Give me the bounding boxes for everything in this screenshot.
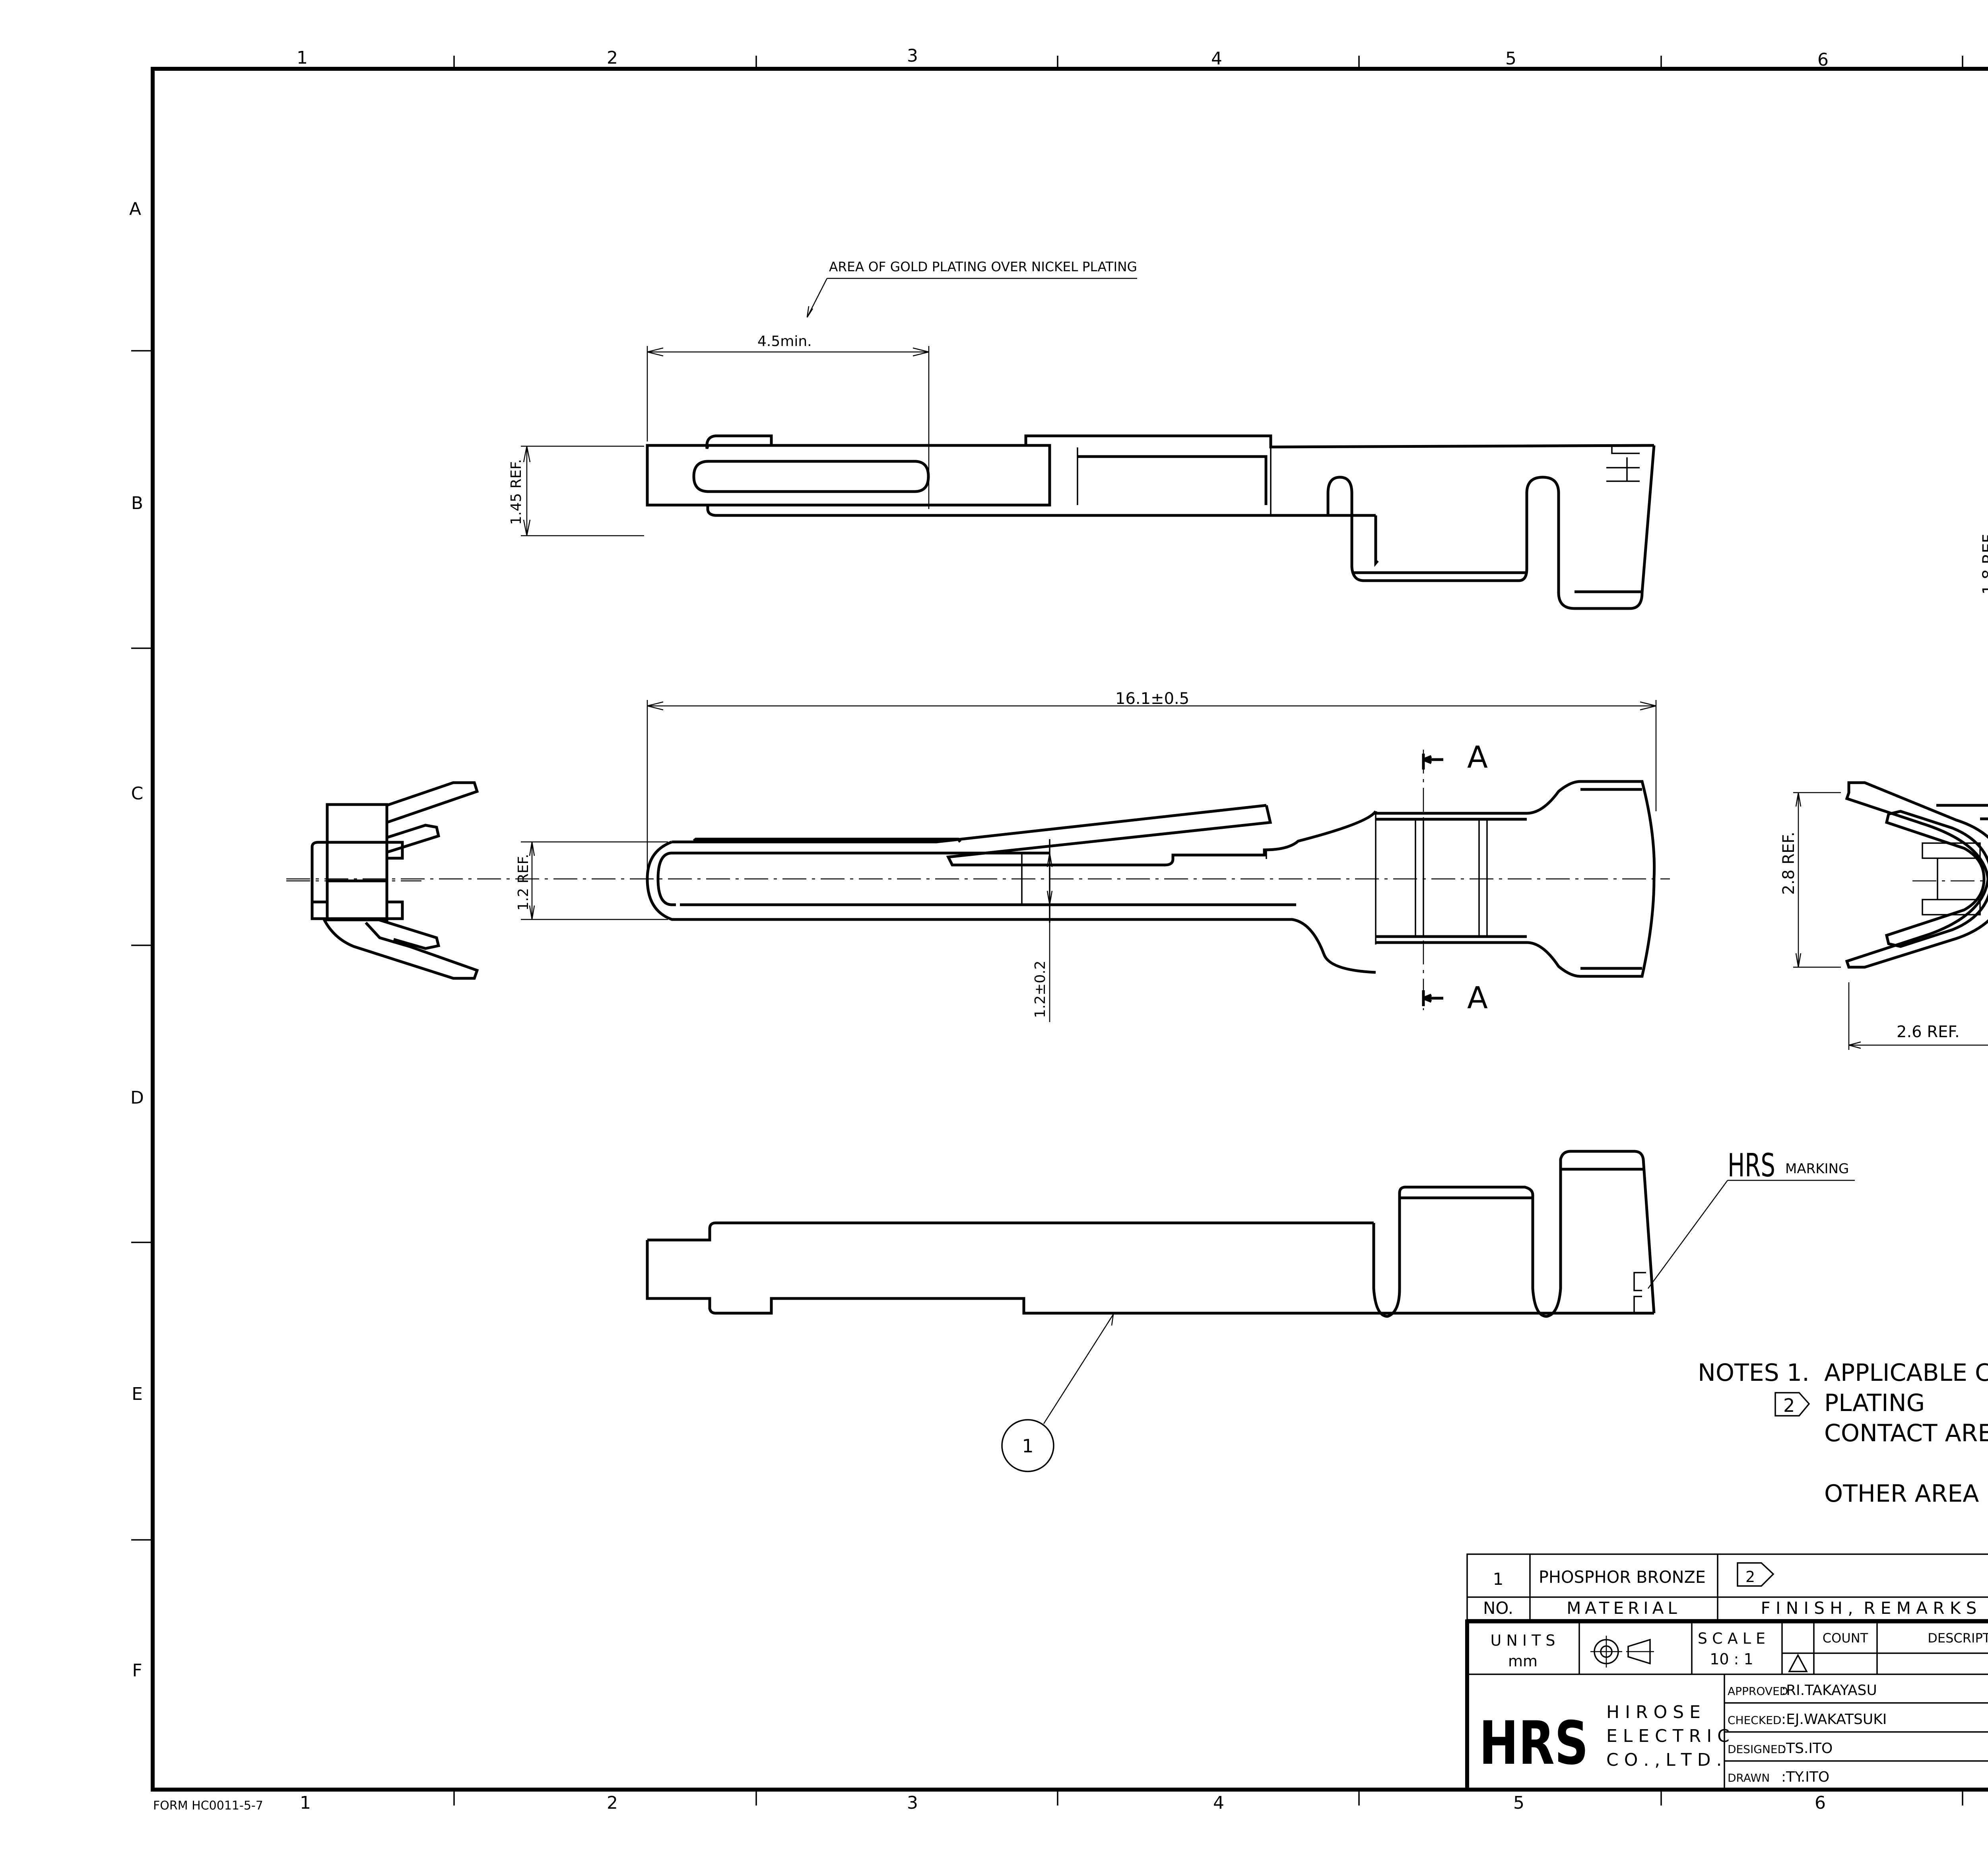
signoff-designed-name: :TS.ITO: [1781, 1740, 1833, 1757]
rev-header-description: DESCRIPTION OF REVISIONS: [1928, 1631, 1988, 1646]
dim-overall-length: 16.1±0.5: [1115, 690, 1189, 708]
col-label: 3: [907, 46, 918, 66]
col-label: 5: [1505, 49, 1516, 69]
row-label: F: [132, 1660, 142, 1681]
header-no: NO.: [1483, 1598, 1513, 1618]
col-label: 1: [297, 48, 308, 68]
col-label: 4: [1211, 49, 1222, 69]
dim-height-145: 1.45 REF.: [508, 459, 524, 525]
note-plating: PLATING: [1824, 1389, 1925, 1417]
form-number: FORM HC0011-5-7: [153, 1799, 263, 1813]
parts-list: 1 PHOSPHOR BRONZE 2 NO. MATERIAL F I N I…: [1466, 1553, 1988, 1621]
dim-width-tol: 1.2±0.2: [1032, 960, 1048, 1018]
dim-width-ref: 1.2 REF.: [515, 854, 532, 911]
row-label: E: [132, 1384, 143, 1404]
top-view: 4.5min. 1.45 REF. AREA OF GOLD PLATING O…: [508, 259, 1656, 610]
signoff-approved-role: APPROVED: [1728, 1685, 1788, 1698]
units-value: mm: [1508, 1652, 1538, 1670]
col-label: 1: [300, 1793, 311, 1813]
scale-value: 10 : 1: [1710, 1650, 1753, 1668]
sheet-border: 1 2 3 4 5 6 7 8 1 2 3 4 5 6 7 8 A B C D …: [129, 46, 1988, 1813]
signoff-approved-name: :RI.TAKAYASU: [1781, 1682, 1877, 1699]
note-other-area: OTHER AREA :NICKEL PLATING 1μm min: [1824, 1480, 1988, 1508]
dim-gold-length: 4.5min.: [757, 333, 812, 350]
balloon-part-1: 1: [1022, 1435, 1033, 1457]
company-name-line1: H I R O S E: [1606, 1702, 1701, 1722]
part-row-no: 1: [1493, 1569, 1504, 1589]
row-label: B: [131, 493, 143, 513]
col-label: 3: [907, 1793, 918, 1813]
col-label: 5: [1513, 1793, 1524, 1813]
revision-triangle-icon: [1788, 1654, 1808, 1672]
company-name-line2: E L E C T R I C: [1606, 1726, 1730, 1746]
col-label: 4: [1213, 1793, 1224, 1813]
title-block: U N I T S mm S C A L E 10 : 1 COUNT DESC…: [1465, 1619, 1988, 1792]
main-view: 16.1±0.5 A A 1.2 REF.: [286, 690, 1670, 1022]
note-applicable-cable: APPLICABLE CABLE:24AWG~20AWG(UL1007): [1824, 1359, 1988, 1387]
header-finish: F I N I S H , R E M A R K S: [1761, 1598, 1977, 1618]
section-mark-top: A: [1467, 739, 1488, 775]
col-label: 2: [607, 1793, 618, 1813]
signoff-drawn-role: DRAWN: [1728, 1771, 1770, 1784]
rev-header-count: COUNT: [1823, 1631, 1868, 1646]
signoff-checked-role: CHECKED: [1728, 1714, 1781, 1727]
notes-block: NOTES 1. APPLICABLE CABLE:24AWG~20AWG(UL…: [1698, 1359, 1988, 1508]
signoff-checked-name: :EJ.WAKATSUKI: [1781, 1711, 1887, 1728]
section-mark-bottom: A: [1467, 980, 1488, 1015]
dim-end-width: 2.6 REF.: [1897, 1023, 1960, 1041]
scale-label: S C A L E: [1698, 1630, 1765, 1647]
company-name-line3: C O . , L T D .: [1606, 1750, 1722, 1770]
signoff-drawn-name: :TY.ITO: [1781, 1769, 1829, 1785]
col-label: 6: [1817, 50, 1829, 70]
plating-callout: AREA OF GOLD PLATING OVER NICKEL PLATING: [829, 259, 1137, 274]
row-label: C: [131, 783, 144, 804]
header-material: MATERIAL: [1567, 1598, 1681, 1618]
bottom-view: HRS MARKING 1: [646, 1147, 1855, 1472]
part-row-material: PHOSPHOR BRONZE: [1539, 1567, 1706, 1587]
note-contact-area: CONTACT AREA:OVER PLATING GOLD 0.2μm min: [1824, 1419, 1988, 1447]
section-aa-view: A−A 1.8 REF.: [1980, 531, 1988, 595]
dim-section-height: 1.8 REF.: [1980, 531, 1988, 595]
col-label: 2: [607, 48, 618, 68]
units-label: U N I T S: [1490, 1632, 1555, 1649]
dim-end-height: 2.8 REF.: [1780, 832, 1798, 895]
signoff-designed-role: DESIGNED: [1728, 1743, 1786, 1756]
row-label: D: [130, 1088, 144, 1108]
company-logo: HRS: [1479, 1709, 1588, 1778]
hrs-marking-logo: HRS: [1728, 1147, 1775, 1184]
right-end-view: 2.8 REF. 2.6 REF.: [1780, 781, 1988, 1050]
part-row-finish-flag: 2: [1745, 1568, 1755, 1586]
notes-heading: NOTES 1.: [1698, 1359, 1809, 1387]
left-end-view: [286, 781, 479, 980]
third-angle-projection-icon: [1590, 1636, 1654, 1668]
row-label: A: [129, 199, 141, 219]
marking-label: MARKING: [1785, 1161, 1849, 1177]
col-label: 6: [1815, 1793, 1826, 1813]
note-flag-number: 2: [1783, 1395, 1795, 1416]
